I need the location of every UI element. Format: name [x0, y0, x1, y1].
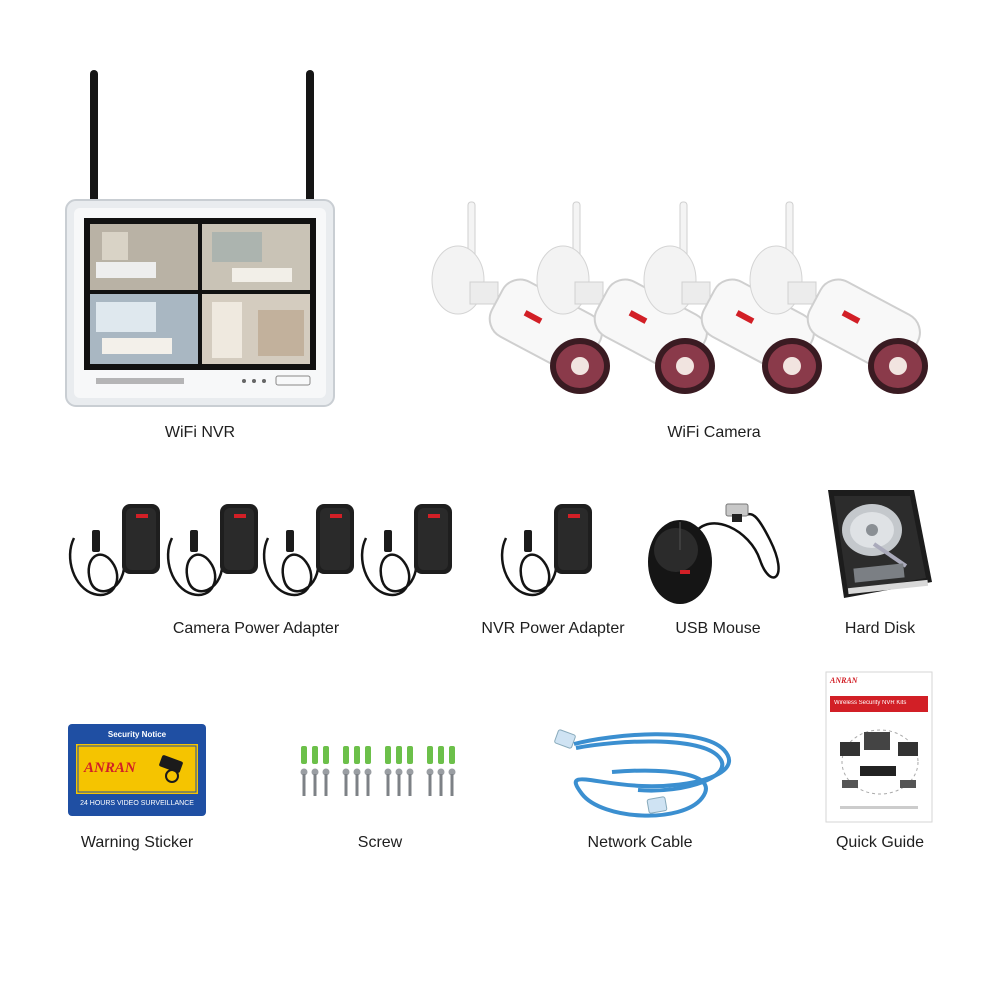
- label-warning-sticker: Warning Sticker: [80, 834, 194, 851]
- screw-shaft-1: [313, 774, 317, 796]
- label-screw: Screw: [357, 834, 403, 851]
- wall-anchor-7: [396, 746, 402, 764]
- nvr-power-adapter-image: [496, 498, 606, 608]
- screw-shaft-11: [450, 774, 454, 796]
- wall-anchor-3: [343, 746, 349, 764]
- screw-image: [296, 744, 466, 800]
- screw-shaft-2: [324, 774, 328, 796]
- antenna-right: [306, 70, 314, 204]
- wall-anchor-2: [323, 746, 329, 764]
- camera-adapter-4: [360, 502, 454, 597]
- screw-head-1: [311, 768, 319, 776]
- label-quick-guide: Quick Guide: [835, 834, 925, 851]
- hard-disk-image: [814, 486, 938, 602]
- camera-adapter-3: [262, 502, 356, 597]
- screw-shaft-10: [439, 774, 443, 796]
- wall-anchor-0: [301, 746, 307, 764]
- screw-shaft-0: [302, 774, 306, 796]
- camera-adapter-2: [166, 502, 260, 597]
- camera-adapter-1: [68, 502, 162, 597]
- screw-head-6: [384, 768, 392, 776]
- screw-shaft-8: [408, 774, 412, 796]
- wifi-nvr-image: [62, 66, 338, 410]
- usb-mouse-image: [640, 500, 796, 606]
- label-network-cable: Network Cable: [587, 834, 693, 851]
- screw-head-10: [437, 768, 445, 776]
- screw-shaft-5: [366, 774, 370, 796]
- antenna-left: [90, 70, 98, 204]
- screw-head-8: [406, 768, 414, 776]
- sticker-bottom-text: 24 HOURS VIDEO SURVEILLANCE: [80, 800, 194, 807]
- label-wifi-camera: WiFi Camera: [667, 424, 761, 441]
- screw-shaft-6: [386, 774, 390, 796]
- wall-anchor-5: [365, 746, 371, 764]
- screw-head-9: [426, 768, 434, 776]
- wall-anchor-11: [449, 746, 455, 764]
- label-usb-mouse: USB Mouse: [675, 620, 761, 637]
- screw-head-4: [353, 768, 361, 776]
- screw-head-5: [364, 768, 372, 776]
- wall-anchor-8: [407, 746, 413, 764]
- wall-anchor-10: [438, 746, 444, 764]
- guide-title: Wireless Security NVR Kits: [834, 700, 907, 706]
- wifi-camera-image: [430, 196, 940, 406]
- camera-power-adapter-image: [64, 496, 464, 606]
- guide-brand-logo: ANRAN: [830, 676, 858, 685]
- screw-shaft-3: [344, 774, 348, 796]
- quick-guide-image: ANRAN Wireless Security NVR Kits: [824, 670, 934, 824]
- screw-shaft-9: [428, 774, 432, 796]
- wall-anchor-9: [427, 746, 433, 764]
- screw-head-7: [395, 768, 403, 776]
- label-nvr-power-adapter: NVR Power Adapter: [481, 620, 625, 637]
- screw-shaft-7: [397, 774, 401, 796]
- label-camera-power-adapter: Camera Power Adapter: [172, 620, 340, 637]
- screw-shaft-4: [355, 774, 359, 796]
- warning-sticker-image: Security Notice ANRAN 24 HOURS VIDEO SUR…: [68, 724, 206, 816]
- label-wifi-nvr: WiFi NVR: [164, 424, 236, 441]
- sticker-security-notice-text: Security Notice: [107, 730, 167, 739]
- wall-anchor-4: [354, 746, 360, 764]
- label-hard-disk: Hard Disk: [844, 620, 916, 637]
- sticker-brand-logo: ANRAN: [84, 760, 136, 776]
- wall-anchor-1: [312, 746, 318, 764]
- network-cable-image: [552, 728, 732, 828]
- screw-head-0: [300, 768, 308, 776]
- screw-head-11: [448, 768, 456, 776]
- screw-head-2: [322, 768, 330, 776]
- screw-head-3: [342, 768, 350, 776]
- wall-anchor-6: [385, 746, 391, 764]
